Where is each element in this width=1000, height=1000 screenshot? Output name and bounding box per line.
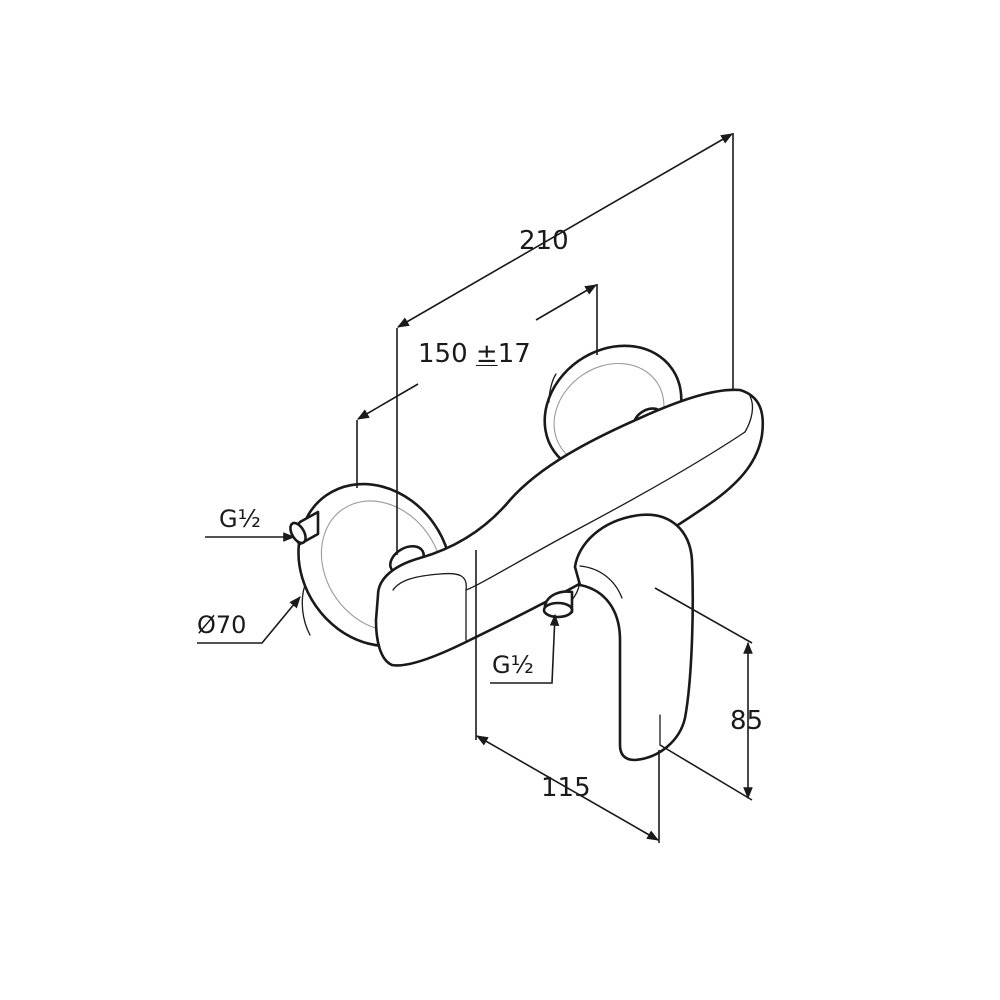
dim-210 — [396, 133, 734, 555]
dim-115 — [475, 550, 660, 843]
thread-outlet-label: G½ — [492, 651, 534, 679]
thread-inlet-label: G½ — [219, 505, 261, 533]
dim-150-tolerance-value: 17 — [497, 339, 531, 369]
leader-diameter — [197, 596, 301, 644]
dim-150-label: 150 ±17 — [418, 341, 531, 367]
inlet-connector — [289, 510, 320, 546]
dim-150 — [356, 284, 598, 488]
lever-handle — [573, 513, 695, 762]
dim-210-label: 210 — [519, 226, 569, 256]
dim-85-label: 85 — [730, 706, 764, 736]
diameter-label: Ø70 — [197, 611, 247, 639]
dim-115-label: 115 — [541, 773, 591, 803]
dim-150-value: 150 — [418, 339, 468, 369]
leader-outlet — [490, 613, 560, 684]
dim-150-tolerance-sign: ± — [475, 339, 498, 369]
mixer-body — [374, 388, 765, 667]
dim-85 — [654, 587, 753, 801]
